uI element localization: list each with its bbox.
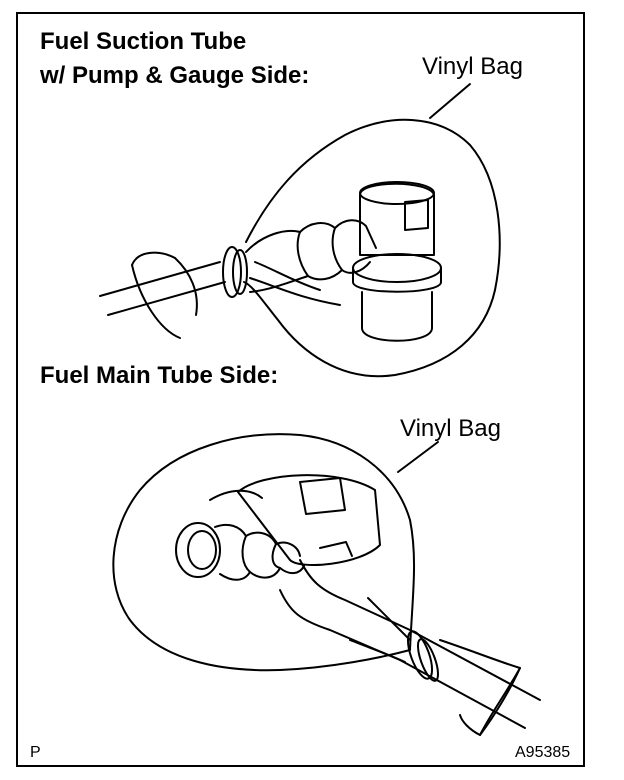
top-illustration (99, 83, 501, 378)
illustration-frame (16, 12, 585, 767)
top-clamp-ring (222, 246, 242, 298)
bottom-connector-housing (209, 474, 381, 566)
bottom-illustration (112, 433, 541, 736)
figure-code: A95385 (515, 744, 571, 761)
top-callout-label: Vinyl Bag (422, 53, 523, 80)
bottom-flared-end (439, 639, 521, 736)
bottom-clamp-ring (406, 630, 434, 680)
bottom-main-tube (279, 559, 411, 661)
top-suction-tube (99, 261, 226, 316)
top-heading-line2: w/ Pump & Gauge Side: (40, 62, 310, 89)
top-vinyl-bag (243, 118, 501, 378)
bottom-callout-label: Vinyl Bag (400, 415, 501, 442)
bottom-corrugated-hose (214, 523, 305, 581)
corner-mark: P (30, 744, 41, 761)
top-callout-leader (429, 83, 471, 119)
bottom-vinyl-bag (112, 433, 416, 672)
top-heading-line1: Fuel Suction Tube (40, 28, 247, 55)
bottom-tube-opening (175, 522, 221, 578)
bottom-callout-leader (397, 441, 439, 473)
top-pump-body (352, 181, 442, 342)
bottom-heading: Fuel Main Tube Side: (40, 362, 279, 389)
top-corrugated-hose (245, 219, 377, 293)
